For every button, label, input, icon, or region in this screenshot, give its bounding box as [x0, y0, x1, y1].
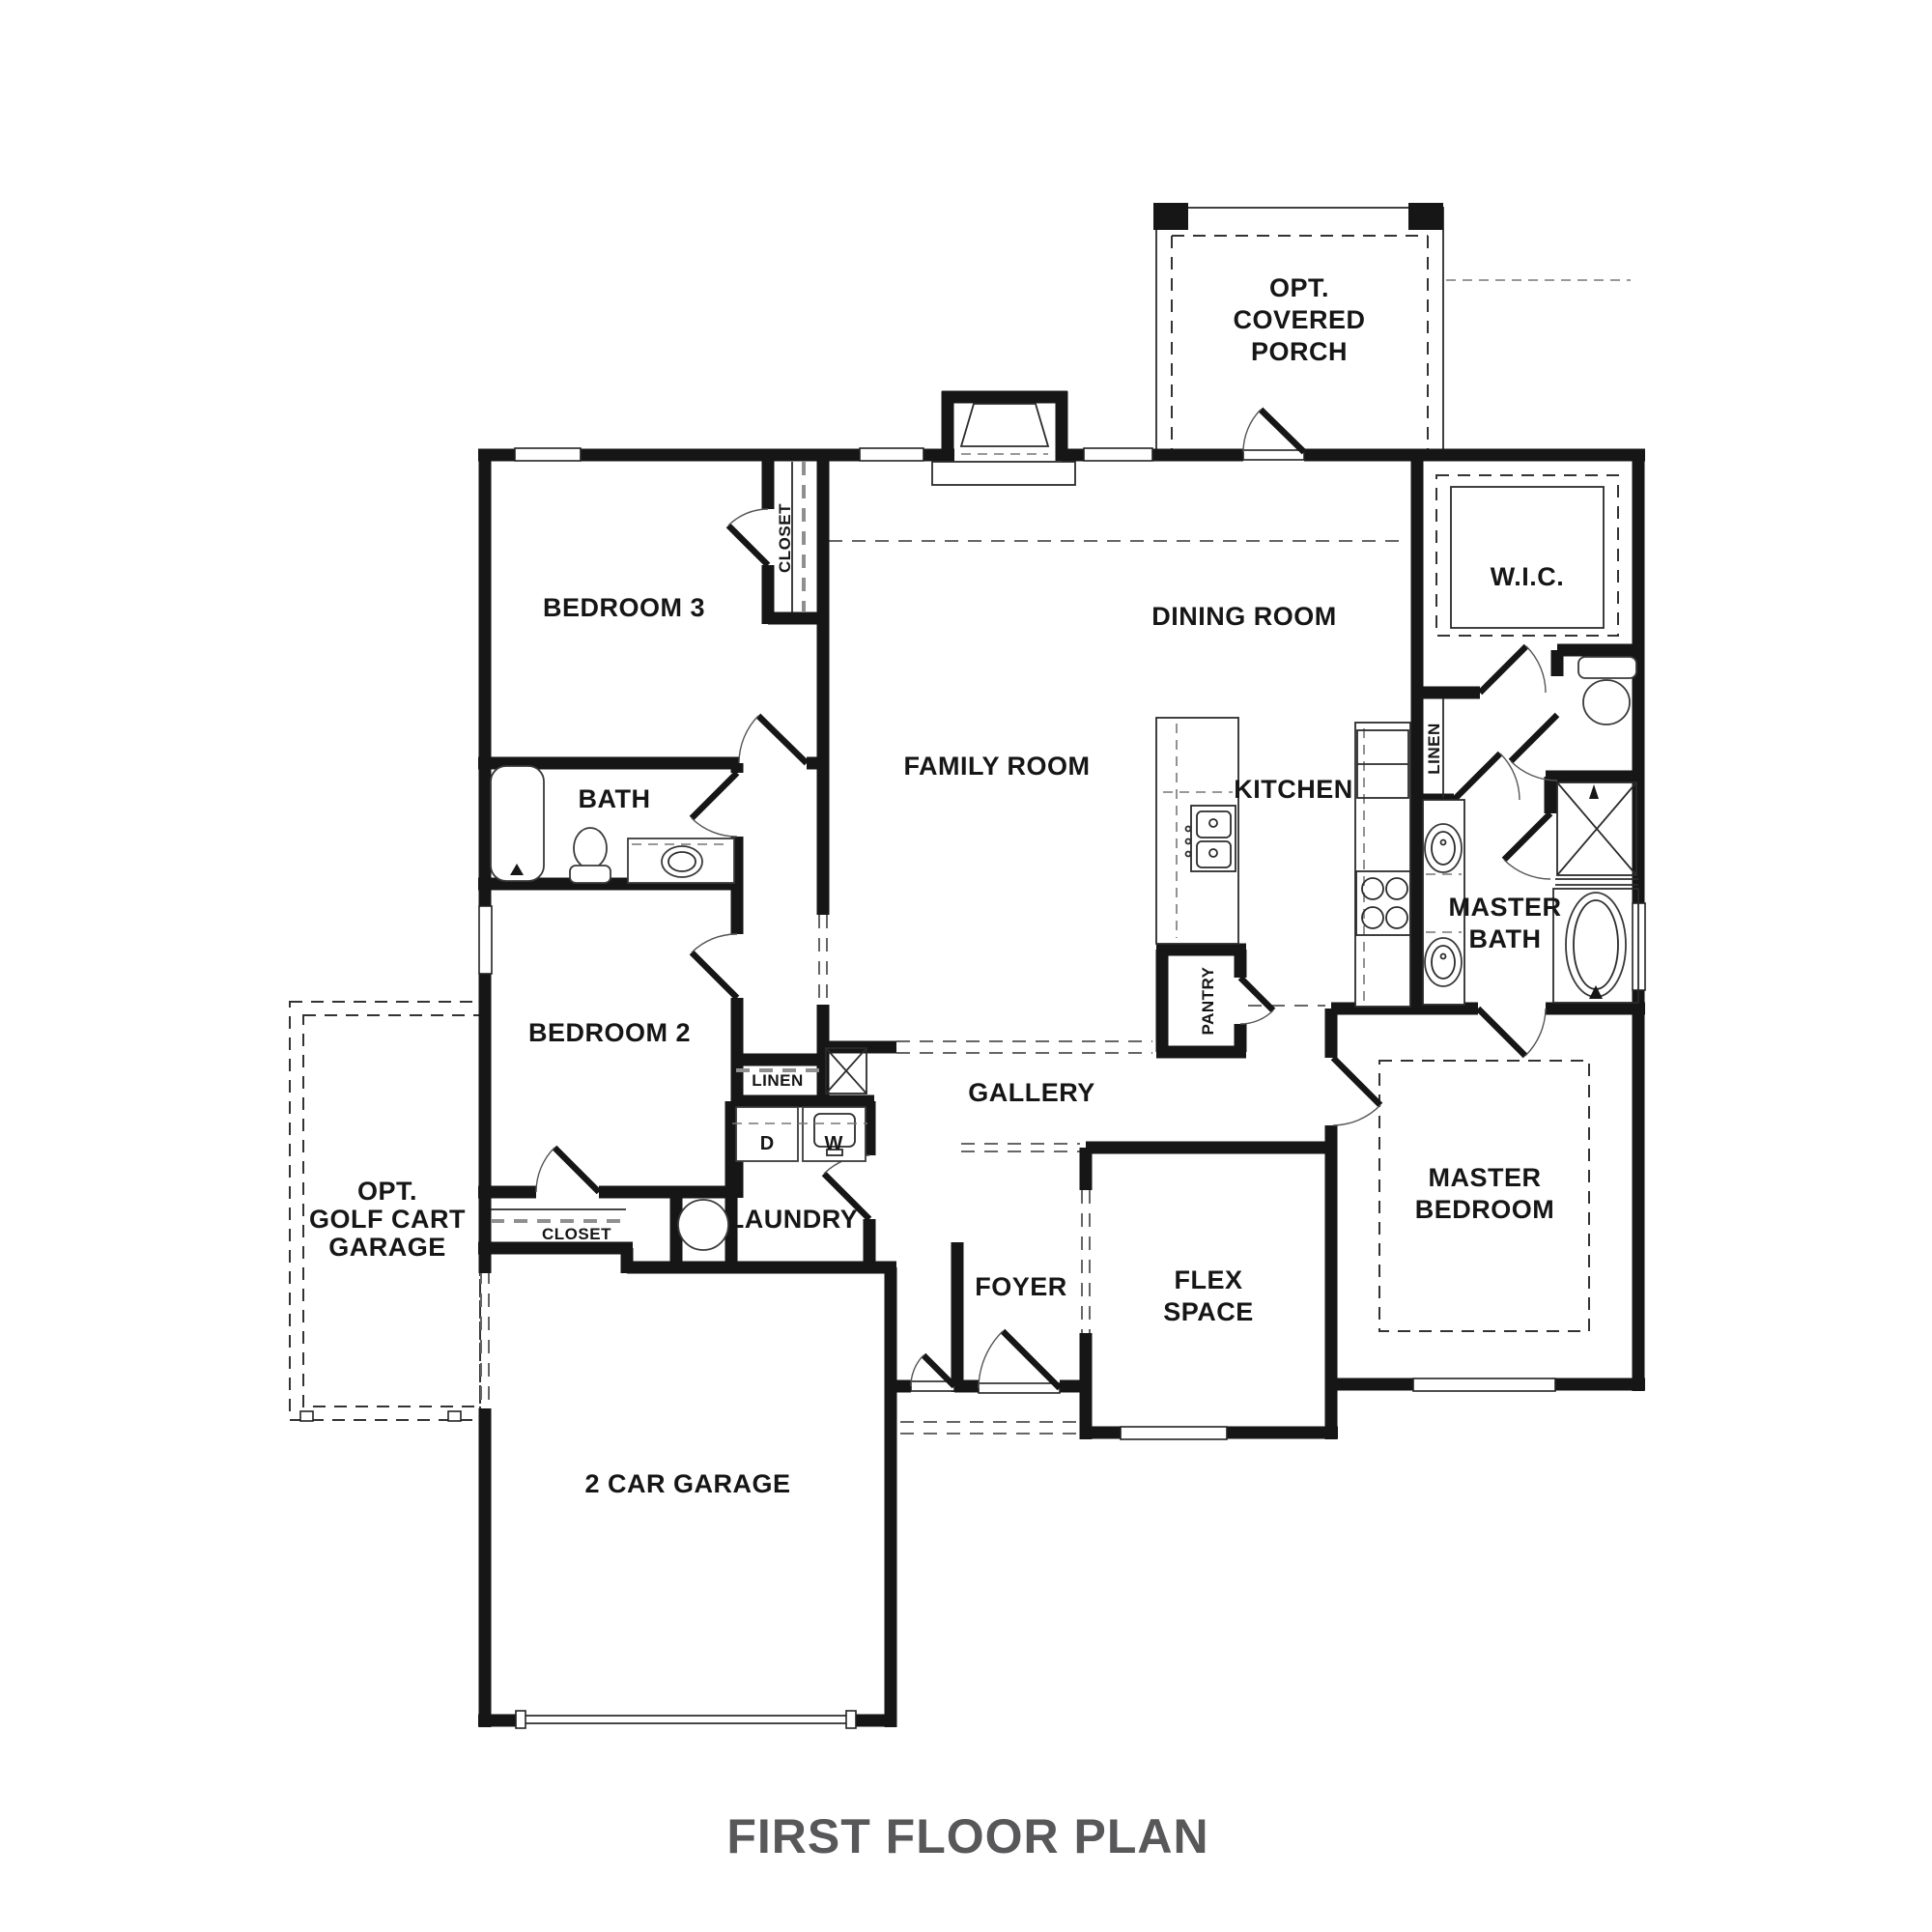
bedroom2-closet-door [535, 1145, 602, 1195]
kitchen-label: KITCHEN [1234, 775, 1353, 804]
doors [535, 407, 1560, 1391]
dining-room-label: DINING ROOM [1151, 602, 1337, 631]
family-room-label: FAMILY ROOM [903, 752, 1090, 781]
garage-label: 2 CAR GARAGE [584, 1469, 790, 1498]
shower-door [1501, 810, 1553, 880]
porch-door [1242, 407, 1307, 455]
foyer-label: FOYER [975, 1272, 1067, 1301]
porch-label-line1: OPT. [1269, 273, 1329, 302]
closet-shelving [491, 462, 1444, 1223]
windows [478, 447, 1646, 1729]
tray-ceiling [1378, 1060, 1590, 1332]
bedroom2-label: BEDROOM 2 [528, 1018, 691, 1047]
hall-bath-fixtures [490, 765, 735, 884]
master-bath-label-line2: BATH [1469, 924, 1542, 953]
wic-door [1477, 643, 1547, 696]
bedroom3-door [738, 713, 810, 766]
golf-garage-label-line1: OPT. [357, 1177, 417, 1206]
ceiling-break-lines [480, 540, 1408, 1435]
wic-label: W.I.C. [1491, 562, 1565, 591]
kitchen-island [1155, 717, 1239, 945]
covered-porch-outline [1153, 203, 1631, 453]
master-bath-fixtures [1422, 656, 1639, 1006]
bath-door [689, 770, 740, 838]
golf-garage-label-line3: GARAGE [328, 1233, 446, 1262]
room-labels: OPT. COVERED PORCH BEDROOM 3 CLOSET DINI… [309, 273, 1564, 1498]
bedroom2-door [689, 933, 740, 1001]
master-bedroom-label-line1: MASTER [1429, 1163, 1542, 1192]
master-linen-label: LINEN [1425, 723, 1443, 775]
wic-shelving [1435, 474, 1619, 637]
bedroom3-label: BEDROOM 3 [543, 593, 705, 622]
gallery-label: GALLERY [968, 1078, 1095, 1107]
laundry-fixtures [677, 1106, 867, 1251]
water-heater [677, 1199, 729, 1251]
toilet-room-door [1508, 712, 1560, 781]
pantry-door [1237, 975, 1276, 1025]
porch-label-line3: PORCH [1251, 337, 1348, 366]
bedroom2-closet-label: CLOSET [542, 1225, 611, 1243]
flex-label-line2: SPACE [1163, 1297, 1254, 1326]
golf-garage-label-line2: GOLF CART [309, 1205, 466, 1234]
fireplace [931, 403, 1076, 486]
master-bedroom-label-line2: BEDROOM [1415, 1195, 1555, 1224]
flex-label-line1: FLEX [1174, 1265, 1242, 1294]
garage-entry-door [910, 1352, 957, 1389]
bedroom3-closet-label: CLOSET [776, 503, 794, 573]
porch-label-line2: COVERED [1233, 305, 1365, 334]
master-hall-door [1330, 1055, 1383, 1126]
bedroom3-closet-door [725, 508, 771, 568]
page-title: FIRST FLOOR PLAN [726, 1809, 1208, 1863]
bath-label: BATH [579, 784, 651, 813]
front-door [978, 1328, 1063, 1391]
walls [478, 390, 1645, 1727]
hall-linen-label: LINEN [752, 1071, 804, 1090]
dryer-label: D [760, 1133, 774, 1154]
laundry-label: LAUNDRY [728, 1205, 859, 1234]
master-bedroom-door [1475, 1006, 1547, 1059]
pantry-label: PANTRY [1199, 966, 1217, 1035]
washer-label: W [825, 1133, 843, 1154]
kitchen-counter [1354, 722, 1411, 1008]
master-bath-door [1451, 751, 1520, 803]
master-bath-label-line1: MASTER [1449, 893, 1562, 922]
